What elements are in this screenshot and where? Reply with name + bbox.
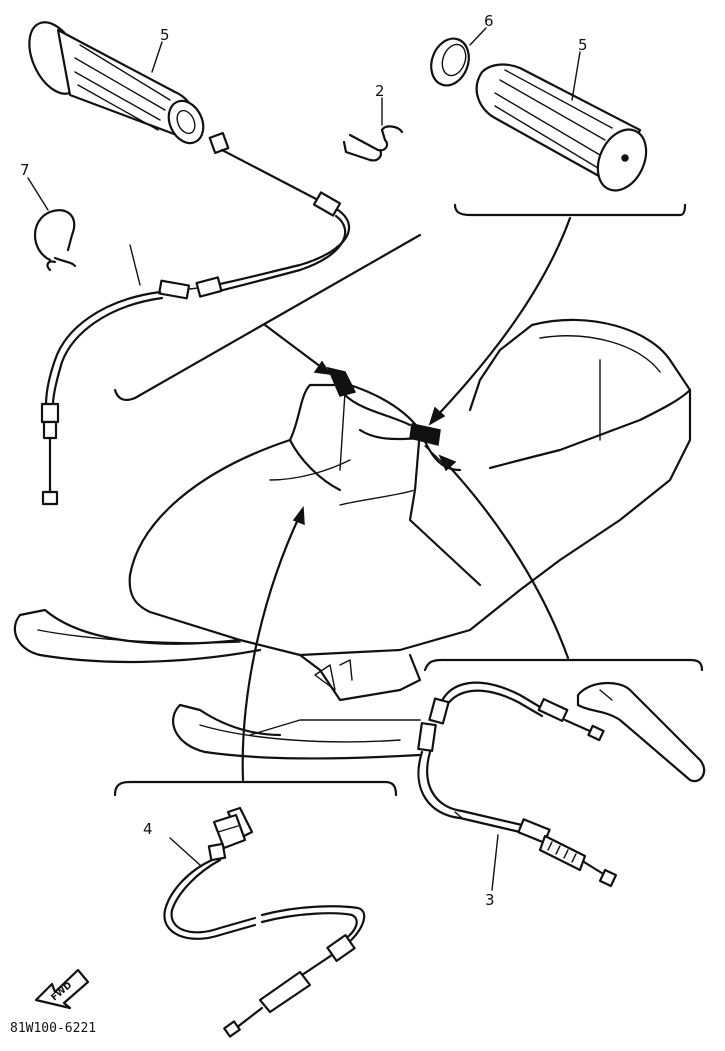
grip-collar <box>430 37 470 87</box>
callout-7: 7 <box>20 161 30 179</box>
leader-arrows <box>241 216 572 782</box>
brake-cable-and-lever <box>417 681 706 888</box>
callout-4: 4 <box>143 820 153 838</box>
callout-5-left: 5 <box>160 26 170 44</box>
callout-3: 3 <box>485 891 495 909</box>
snowmobile-body <box>13 318 692 760</box>
left-handlebar-grip <box>28 21 205 145</box>
callout-6: 6 <box>484 12 494 30</box>
group-brackets <box>113 203 704 797</box>
figure-code: 81W100-6221 <box>10 1021 96 1036</box>
callout-2: 2 <box>375 82 385 100</box>
throttle-cable <box>40 131 351 506</box>
small-clip <box>342 125 404 162</box>
right-handlebar-grip <box>475 63 648 192</box>
ring-clip <box>34 209 77 272</box>
front-direction-arrow: FWD <box>34 968 90 1010</box>
callout-5-right: 5 <box>578 36 588 54</box>
kill-switch-cable <box>163 806 366 1038</box>
callout-leaders <box>27 27 581 891</box>
